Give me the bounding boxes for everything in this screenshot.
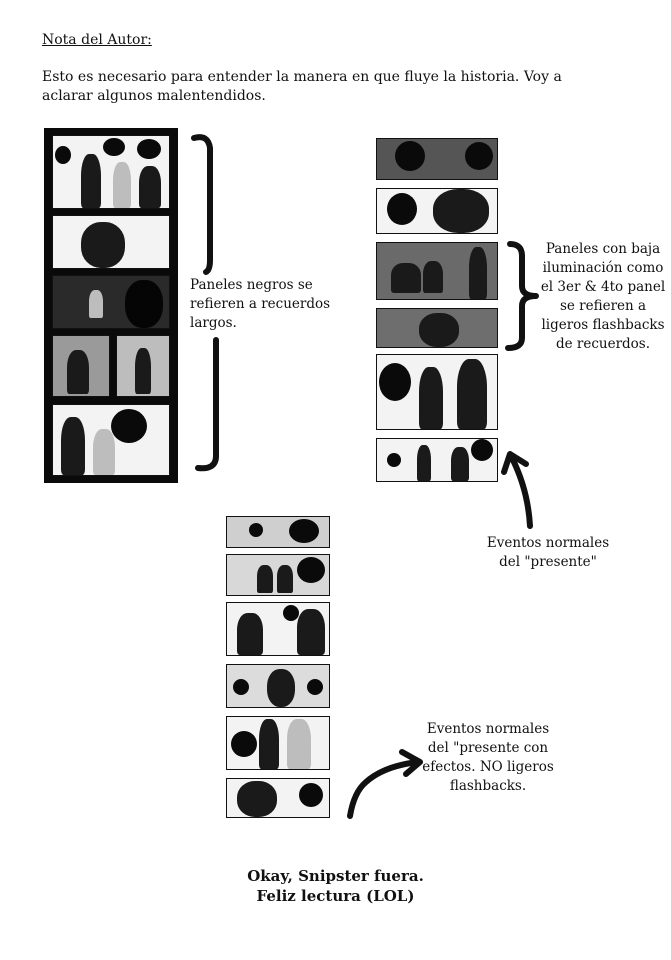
comic-panel [376, 438, 498, 482]
closing-line-1: Okay, Snipster fuera. [247, 867, 424, 885]
arrow-right-icon [347, 749, 423, 819]
comic-panel [376, 242, 498, 300]
comic-panel [116, 335, 170, 397]
comic-panel [226, 716, 330, 770]
comic-panel [376, 308, 498, 348]
comic-panel [376, 354, 498, 430]
comic-panel [226, 554, 330, 596]
note-normal-effects: Eventos normales del "presente con efect… [422, 721, 554, 794]
note-black-panels: Paneles negros se refieren a recuerdos l… [190, 277, 331, 331]
note-low-light: Paneles con baja iluminación como el 3er… [540, 241, 666, 352]
comic-panel [52, 335, 110, 397]
comic-panel [226, 664, 330, 708]
comic-panel [52, 404, 170, 476]
bracket-top-icon [191, 134, 213, 275]
intro-paragraph: Esto es necesario para entender la maner… [42, 69, 562, 104]
closing-line-2: Feliz lectura (LOL) [256, 887, 415, 905]
comic-panel [226, 778, 330, 818]
comic-panel [226, 516, 330, 548]
comic-panel [52, 135, 170, 209]
comic-panel [376, 188, 498, 234]
page-title: Nota del Autor: [42, 32, 152, 48]
comic-panel [52, 215, 170, 269]
closing-text: Okay, Snipster fuera. Feliz lectura (LOL… [0, 866, 671, 906]
comic-panel [52, 275, 170, 329]
comic-strip-right [376, 138, 498, 483]
arrow-up-icon [501, 451, 533, 529]
comic-panel [376, 138, 498, 180]
comic-strip-middle [226, 516, 330, 818]
bracket-right-icon [505, 241, 539, 351]
bracket-bottom-icon [195, 337, 219, 472]
comic-strip-black [44, 128, 178, 483]
comic-panel [226, 602, 330, 656]
note-normal-events: Eventos normales del "presente" [486, 535, 610, 570]
